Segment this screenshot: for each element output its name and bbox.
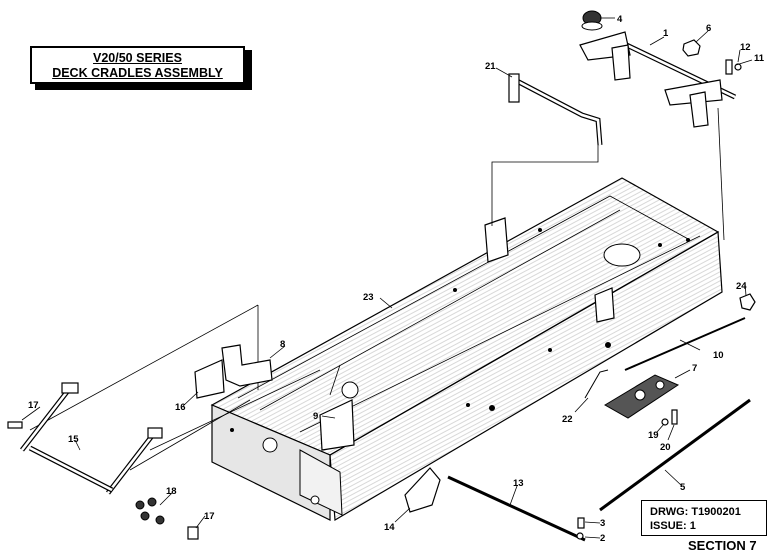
- bracket-part-8: [221, 344, 273, 387]
- callout-numbers: 4 1 6 12 11 21 23 24 10 7 8 16 9 17 15 1…: [28, 14, 765, 544]
- callout-leaders: [21, 17, 753, 539]
- callout-17-lower: 17: [204, 511, 215, 522]
- callout-24: 24: [736, 281, 747, 292]
- rod-part-13: [447, 475, 586, 542]
- rod-part-5: [599, 398, 751, 512]
- main-frame-part-23: [210, 177, 723, 522]
- fasteners-part-18: [135, 497, 165, 525]
- callout-8: 8: [280, 339, 285, 350]
- issue-number: ISSUE: 1: [650, 520, 696, 532]
- washer-part-19: [661, 418, 669, 426]
- bolt-part-17-lower: [187, 526, 199, 540]
- washer-part-12: [734, 63, 742, 71]
- title-assembly: DECK CRADLES ASSEMBLY: [52, 66, 223, 80]
- callout-22: 22: [562, 414, 573, 425]
- bolt-part-3: [577, 517, 585, 529]
- callout-19: 19: [648, 430, 659, 441]
- drawing-info-box: DRWG: T1900201 ISSUE: 1: [641, 500, 767, 536]
- callout-23: 23: [363, 292, 374, 303]
- callout-7: 7: [692, 363, 697, 374]
- callout-16: 16: [175, 402, 186, 413]
- nut-part-6: [682, 39, 701, 57]
- bolt-part-11: [725, 59, 733, 75]
- callout-20: 20: [660, 442, 671, 453]
- callout-9: 9: [313, 411, 318, 422]
- callout-14: 14: [384, 522, 395, 533]
- rear-hanger-part-21: [508, 73, 603, 146]
- drawing-number: DRWG: T1900201: [650, 506, 741, 518]
- callout-10: 10: [713, 350, 724, 361]
- bolt-part-17-upper: [7, 421, 23, 429]
- callout-5: 5: [680, 482, 686, 493]
- callout-1: 1: [663, 28, 669, 39]
- callout-4: 4: [617, 14, 623, 25]
- knob-part-4: [581, 10, 603, 31]
- callout-17-upper: 17: [28, 400, 39, 411]
- pin-part-22: [584, 369, 609, 399]
- washer-part-2: [576, 532, 584, 540]
- rod-part-10: [624, 317, 746, 371]
- callout-2: 2: [600, 533, 605, 544]
- section-label: SECTION 7: [688, 538, 757, 553]
- callout-15: 15: [68, 434, 79, 445]
- title-box: V20/50 SERIES DECK CRADLES ASSEMBLY: [30, 46, 245, 84]
- callout-11: 11: [754, 53, 765, 64]
- callout-18: 18: [166, 486, 177, 497]
- title-series: V20/50 SERIES: [93, 51, 182, 65]
- callout-21: 21: [485, 61, 496, 72]
- callout-6: 6: [706, 23, 711, 34]
- pulley-plate-part-7: [604, 374, 680, 419]
- bracket-part-16: [194, 359, 225, 399]
- callout-3: 3: [600, 518, 605, 529]
- nut-part-24: [739, 293, 756, 311]
- callout-12: 12: [740, 42, 751, 53]
- front-cradle-part-15: [20, 382, 163, 495]
- callout-13: 13: [513, 478, 524, 489]
- bolt-part-20: [671, 409, 678, 425]
- front-cradle-part-1: [579, 31, 737, 128]
